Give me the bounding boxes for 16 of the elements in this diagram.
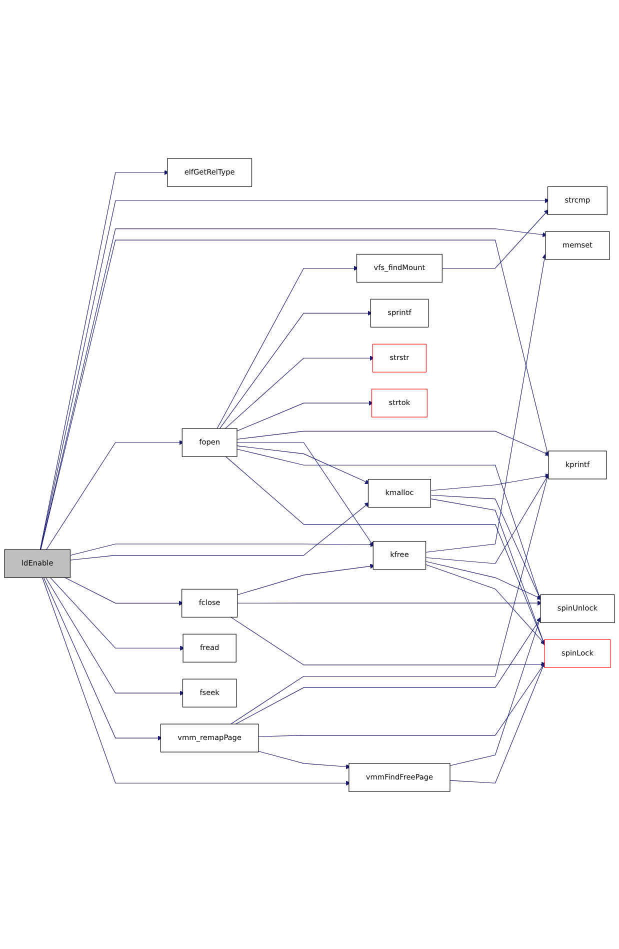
arrow (46, 576, 185, 696)
arrow (426, 472, 550, 564)
arrow (50, 576, 185, 650)
arrow (442, 208, 549, 268)
arrow (236, 445, 370, 484)
arrow (225, 456, 546, 645)
arrow (258, 662, 546, 736)
arrow (230, 472, 550, 724)
arrow (430, 494, 542, 600)
arrow (236, 448, 542, 600)
arrow (235, 616, 542, 724)
arrow (450, 616, 542, 766)
arrow (430, 498, 546, 645)
arrow (426, 253, 547, 552)
arrow (236, 442, 374, 546)
arrow (70, 502, 370, 560)
